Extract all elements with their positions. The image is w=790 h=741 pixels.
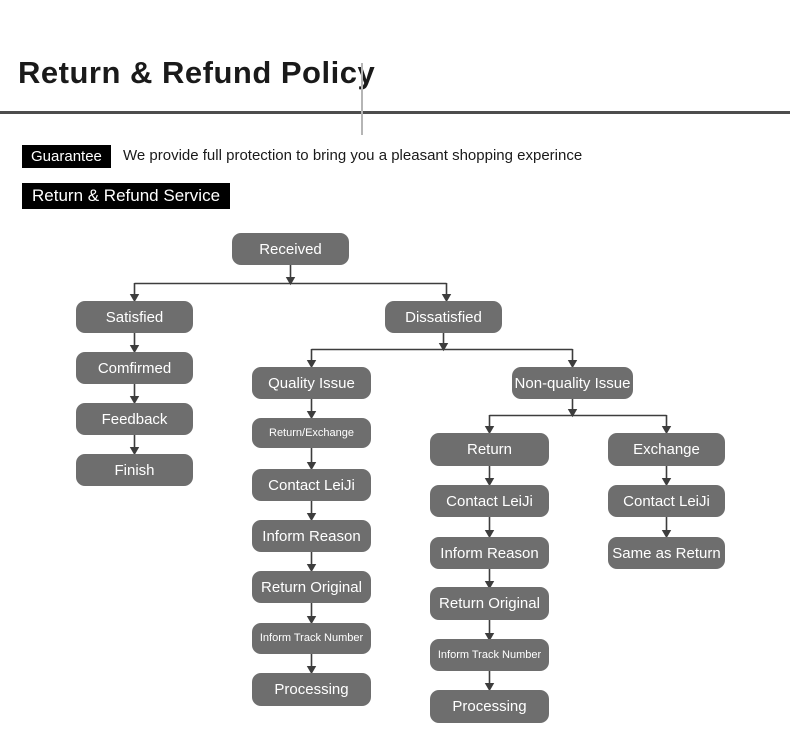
guarantee-badge: Guarantee (22, 145, 111, 168)
node-quality-contact-leiji[interactable]: Contact LeiJi (252, 469, 371, 501)
return-refund-service-badge: Return & Refund Service (22, 183, 231, 209)
node-nq-inform-track-number[interactable]: Inform Track Number (430, 639, 549, 671)
node-dissatisfied[interactable]: Dissatisfied (385, 301, 502, 333)
node-comfirmed[interactable]: Comfirmed (76, 352, 193, 384)
node-nq-inform-reason[interactable]: Inform Reason (430, 537, 549, 569)
node-quality-issue[interactable]: Quality Issue (252, 367, 371, 399)
node-nq-exchange[interactable]: Exchange (608, 433, 725, 466)
node-quality-inform-track-number[interactable]: Inform Track Number (252, 623, 371, 654)
vertical-divider (361, 63, 363, 135)
node-nq-same-as-return[interactable]: Same as Return (608, 537, 725, 569)
node-finish[interactable]: Finish (76, 454, 193, 486)
node-nq-exchange-contact-leiji[interactable]: Contact LeiJi (608, 485, 725, 517)
node-nq-return-original[interactable]: Return Original (430, 587, 549, 620)
guarantee-description: We provide full protection to bring you … (123, 147, 583, 164)
node-feedback[interactable]: Feedback (76, 403, 193, 435)
node-nq-contact-leiji[interactable]: Contact LeiJi (430, 485, 549, 517)
node-quality-processing[interactable]: Processing (252, 673, 371, 706)
node-satisfied[interactable]: Satisfied (76, 301, 193, 333)
header-divider (0, 111, 790, 114)
node-non-quality-issue[interactable]: Non-quality Issue (512, 367, 633, 399)
node-nq-return[interactable]: Return (430, 433, 549, 466)
node-quality-return-original[interactable]: Return Original (252, 571, 371, 603)
node-quality-return-exchange[interactable]: Return/Exchange (252, 418, 371, 448)
node-received[interactable]: Received (232, 233, 349, 265)
page-title: Return & Refund Policy (18, 55, 376, 90)
node-nq-processing[interactable]: Processing (430, 690, 549, 723)
node-quality-inform-reason[interactable]: Inform Reason (252, 520, 371, 552)
